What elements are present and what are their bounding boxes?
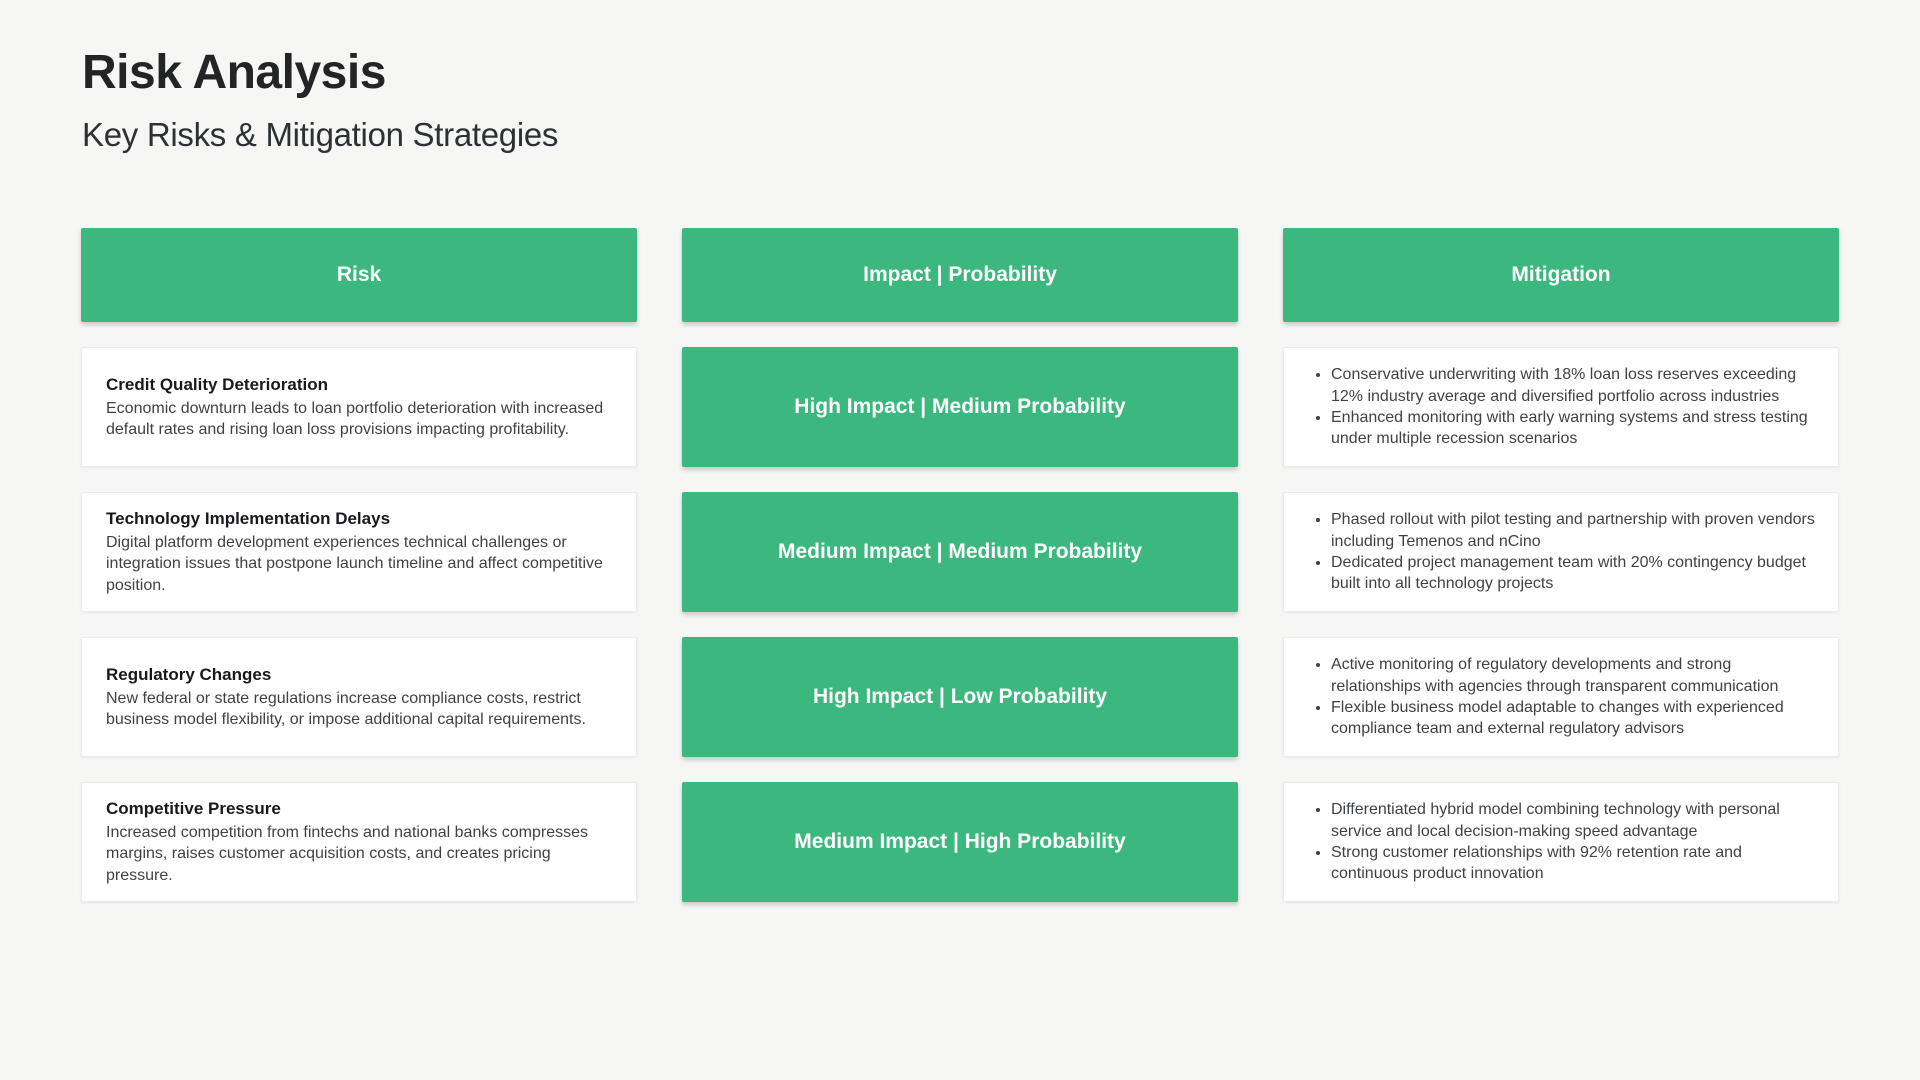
page-header: Risk Analysis Key Risks & Mitigation Str… [82,44,558,154]
risk-card-credit-quality: Credit Quality Deterioration Economic do… [81,347,637,467]
impact-probability-cell: High Impact | Low Probability [682,637,1238,757]
column-header-impact-probability: Impact | Probability [682,228,1238,322]
risk-description: Digital platform development experiences… [106,534,603,594]
risk-card-technology-delays: Technology Implementation Delays Digital… [81,492,637,612]
risk-title: Credit Quality Deterioration [106,374,328,394]
mitigation-card: Active monitoring of regulatory developm… [1283,637,1839,757]
mitigation-item: Active monitoring of regulatory developm… [1331,654,1820,697]
page-subtitle: Key Risks & Mitigation Strategies [82,115,559,153]
impact-probability-cell: High Impact | Medium Probability [682,347,1238,467]
risk-title: Regulatory Changes [106,664,272,684]
risk-title: Competitive Pressure [106,799,281,819]
mitigation-card: Conservative underwriting with 18% loan … [1283,347,1839,467]
mitigation-item: Dedicated project management team with 2… [1331,552,1820,595]
mitigation-item: Flexible business model adaptable to cha… [1331,697,1820,740]
column-header-mitigation: Mitigation [1283,228,1839,322]
mitigation-list: Differentiated hybrid model combining te… [1284,799,1820,885]
mitigation-item: Phased rollout with pilot testing and pa… [1331,509,1820,552]
risk-card-competitive-pressure: Competitive Pressure Increased competiti… [81,782,637,902]
page-title: Risk Analysis [82,46,386,99]
mitigation-list: Conservative underwriting with 18% loan … [1284,364,1820,450]
risk-table: Risk Impact | Probability Mitigation Cre… [81,228,1839,902]
mitigation-list: Active monitoring of regulatory developm… [1284,654,1820,740]
mitigation-card: Phased rollout with pilot testing and pa… [1283,492,1839,612]
risk-card-regulatory-changes: Regulatory Changes New federal or state … [81,637,637,757]
mitigation-list: Phased rollout with pilot testing and pa… [1284,509,1820,595]
impact-probability-cell: Medium Impact | Medium Probability [682,492,1238,612]
mitigation-item: Enhanced monitoring with early warning s… [1331,407,1820,450]
risk-description: New federal or state regulations increas… [106,689,586,729]
column-header-risk: Risk [81,228,637,322]
risk-title: Technology Implementation Delays [106,509,391,529]
mitigation-item: Strong customer relationships with 92% r… [1331,842,1820,885]
risk-description: Increased competition from fintechs and … [106,824,589,884]
impact-probability-cell: Medium Impact | High Probability [682,782,1238,902]
mitigation-item: Conservative underwriting with 18% loan … [1331,364,1820,407]
risk-description: Economic downturn leads to loan portfoli… [106,399,604,439]
mitigation-card: Differentiated hybrid model combining te… [1283,782,1839,902]
mitigation-item: Differentiated hybrid model combining te… [1331,799,1820,842]
